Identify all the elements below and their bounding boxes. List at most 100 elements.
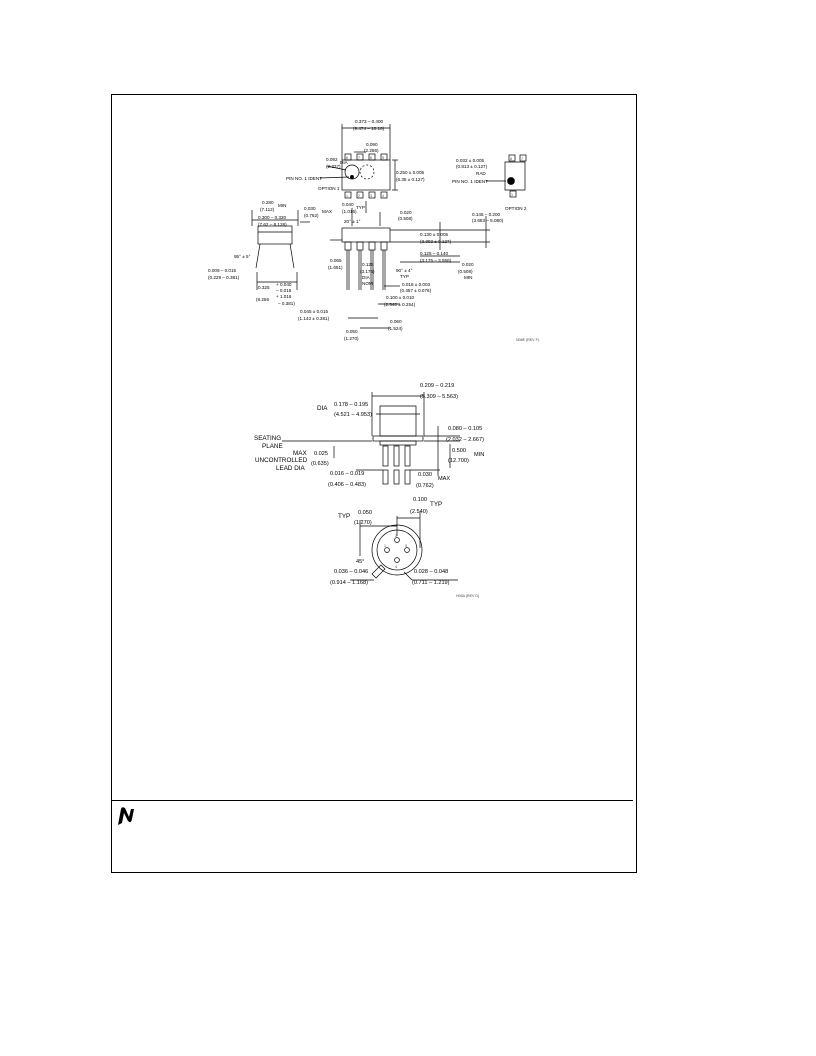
side-h-suffix: MIN: [464, 275, 472, 280]
can-lead-in: 0.016 – 0.019: [330, 471, 364, 477]
side-f-angle: 90° ± 4°: [396, 268, 413, 273]
end-angle: 95° ± 5°: [234, 254, 251, 259]
dip-spacing-mm: (2.286): [364, 148, 379, 153]
end-span-mm: (7.62 – 8.128): [258, 222, 287, 227]
dip-width-in: 0.373 – 0.400: [355, 119, 384, 124]
can-lead2-in: 0.030: [418, 472, 432, 478]
opt2-pad-mm: (0.813 ± 0.127): [456, 164, 488, 169]
end-max-mm: (0.762): [304, 213, 319, 218]
dip-pin-ident: PIN NO. 1 IDENT: [286, 176, 322, 181]
can-unc-mm: (0.635): [311, 461, 329, 467]
dip-pin-2: 2: [358, 194, 360, 198]
dip-pin-7: 7: [358, 156, 360, 160]
side-m-in: 0.050: [346, 329, 358, 334]
bottom-pin-3: 3: [405, 544, 407, 548]
can-seating-2: PLANE: [262, 443, 283, 450]
end-span-in: 0.300 – 0.320: [258, 215, 287, 220]
bottom-b-suffix: TYP: [430, 501, 442, 508]
side-b-mm: (3.302 ± 0.127): [420, 239, 452, 244]
can-lead-len-mm: (12.700): [448, 458, 469, 464]
side-d-mm: (1.651): [328, 265, 343, 270]
side-k-in: 0.045 ± 0.015: [300, 309, 329, 314]
dip-spacing-in: 0.090: [366, 142, 378, 147]
side-f-typ: TYP: [400, 274, 409, 279]
end-max-suffix: MAX: [322, 209, 332, 214]
side-l-mm: (1.524): [388, 326, 403, 331]
opt2-pin-8: 8: [510, 157, 512, 161]
side-i-in: 0.018 ± 0.003: [402, 282, 431, 287]
end-pitch-mm-plus: + 1.016: [276, 294, 292, 299]
end-row-in: 0.280: [262, 200, 274, 205]
dip-pin-1: 1: [346, 194, 348, 198]
can-height-in: 0.080 – 0.105: [448, 426, 482, 432]
side-e-mm: (3.175): [360, 269, 375, 274]
bottom-b-mm: (2.540): [410, 509, 428, 515]
side-j-mm: (2.540 ± 0.254): [384, 302, 416, 307]
can-lead-len-suffix: MIN: [474, 452, 484, 458]
dip-pin-8: 8: [346, 156, 348, 160]
side-m-mm: (1.270): [344, 336, 359, 341]
can-max-prefix: MAX: [293, 450, 307, 457]
can-dia-in: 0.178 – 0.195: [334, 402, 368, 408]
opt2-label: OPTION 2: [505, 206, 527, 211]
bottom-typ-prefix: TYP: [338, 513, 350, 520]
bottom-pin-4: 4: [395, 565, 397, 569]
can-dia-mm: (4.521 – 4.953): [334, 412, 372, 418]
can-unc-in: 0.025: [314, 451, 328, 457]
bottom-pin-2: 2: [395, 534, 397, 538]
bottom-b-in: 0.100: [413, 497, 427, 503]
dip-dia-suffix: DIA: [340, 160, 349, 165]
end-row-mm: (7.112): [260, 207, 275, 212]
side-k-mm: (1.143 ± 0.381): [298, 316, 330, 321]
bottom-c-mm: (0.914 – 1.168): [330, 580, 368, 586]
dip-dia-in: 0.092: [326, 157, 338, 162]
bottom-a-mm: (1.270): [354, 520, 372, 526]
end-pitch-mm: (8.255: [256, 297, 269, 302]
end-row-suffix: MIN: [278, 203, 286, 208]
side-c-in: 0.145 – 0.200: [472, 212, 501, 217]
side-h-mm: (0.508): [458, 269, 473, 274]
dip-pin-5: 5: [382, 156, 384, 160]
side-a-mm: (0.508): [398, 216, 413, 221]
can-lead-mm: (0.406 – 0.483): [328, 482, 366, 488]
can-unc-1: UNCONTROLLED: [255, 457, 308, 464]
side-j-in: 0.100 ± 0.010: [386, 295, 415, 300]
dip-side-view: [330, 208, 490, 329]
dip-pin-3: 3: [370, 194, 372, 198]
dip-width-mm: (9.474 – 10.16): [353, 126, 385, 131]
side-typ-suffix: TYP: [356, 205, 365, 210]
end-lead-mm: (0.229 – 0.381): [208, 275, 240, 280]
bottom-code: H04A (REV D): [456, 594, 479, 598]
dip-end-view: [251, 210, 310, 290]
dip-dia-mm: (2.337): [326, 164, 341, 169]
can-side-view: [282, 392, 460, 485]
side-typ-mm: (1.016): [342, 209, 357, 214]
side-a-in: 0.020: [400, 210, 412, 215]
side-e-dia: DIA: [362, 275, 371, 280]
national-semiconductor-logo-icon: [118, 807, 134, 825]
bottom-c-in: 0.036 – 0.046: [334, 569, 368, 575]
side-d-in: 0.065: [330, 258, 342, 263]
end-pitch-in: 0.325: [258, 285, 270, 290]
side-e-in: 0.125: [362, 262, 374, 267]
can-lead2-mm: (0.762): [416, 483, 434, 489]
can-unc-2: LEAD DIA: [276, 465, 305, 472]
end-lead-in: 0.009 – 0.015: [208, 268, 237, 273]
opt2-pad-label: RAD: [476, 171, 486, 176]
can-cap-mm: (5.309 – 5.563): [420, 394, 458, 400]
side-h-in: 0.020: [462, 262, 474, 267]
opt2-pin-7: 7: [521, 157, 523, 161]
end-pitch-tol-plus: + 0.040: [276, 282, 292, 287]
can-lead2-suffix: MAX: [438, 476, 450, 482]
side-b-in: 0.130 ± 0.005: [420, 232, 449, 237]
dip-option-1: OPTION 1: [318, 186, 340, 191]
dip-pin-4: 4: [382, 194, 384, 198]
bottom-d-in: 0.028 – 0.048: [414, 569, 448, 575]
can-cap-in: 0.209 – 0.219: [420, 383, 454, 389]
dip-option-2: [486, 154, 527, 198]
side-g-mm: (3.175 – 3.556): [420, 258, 452, 263]
bottom-d-mm: (0.711 – 1.219): [412, 580, 450, 586]
dip-body-mm: (6.35 ± 0.127): [396, 177, 425, 182]
end-max-in: 0.030: [304, 206, 316, 211]
side-angle: 20° ± 1°: [344, 219, 361, 224]
